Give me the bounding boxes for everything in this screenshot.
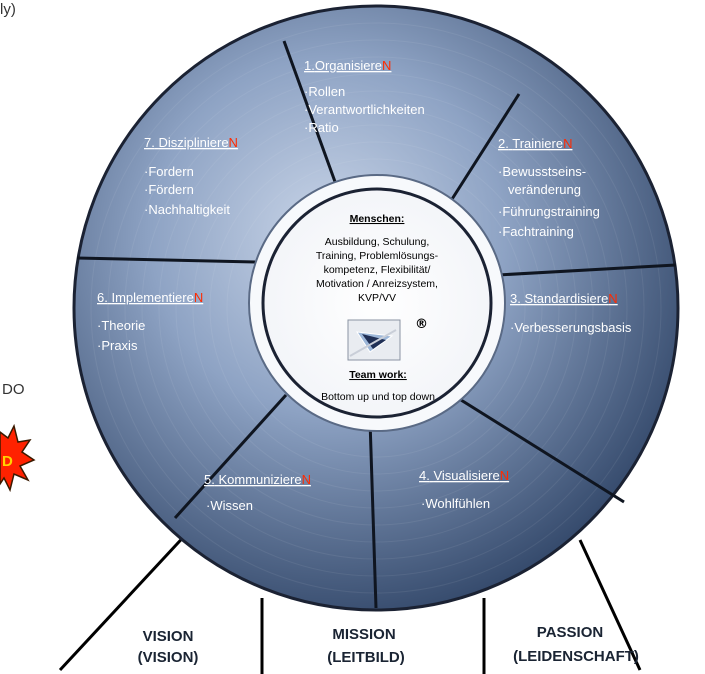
segment-3-item: ·Verbesserungsbasis xyxy=(510,320,632,335)
segment-2: 2. TrainiereN ·Bewusstseins- veränderung… xyxy=(498,136,600,239)
segment-dividers xyxy=(76,40,677,609)
segment-6-item: ·Theorie xyxy=(97,318,145,333)
segment-7-item: ·Fordern xyxy=(144,164,194,179)
pillar-vision-subtitle: (VISION) xyxy=(138,649,199,666)
segment-6-item: ·Praxis xyxy=(97,338,138,353)
pillar-mission-subtitle: (LEITBILD) xyxy=(327,649,404,666)
segment-2-title: 2. TrainiereN xyxy=(498,136,572,151)
registered-mark: ® xyxy=(415,317,428,332)
segment-2-item: ·Führungstraining xyxy=(498,204,600,219)
center-content: Menschen: Ausbildung, Schulung, Training… xyxy=(316,213,439,403)
pillar-passion-title: PASSION xyxy=(537,624,603,641)
segment-2-item: ·Bewusstseins- xyxy=(498,164,586,179)
segment-6: 6. ImplementiereN ·Theorie ·Praxis xyxy=(97,290,203,353)
segment-1-item: ·Verantwortlichkeiten xyxy=(304,102,425,117)
segment-3: 3. StandardisiereN ·Verbesserungsbasis xyxy=(510,291,632,335)
segment-1-title: 1.OrganisiereN xyxy=(304,58,391,73)
segment-1-item: ·Ratio xyxy=(304,120,339,135)
segment-5-item: ·Wissen xyxy=(206,498,253,513)
center-line: kompetenz, Flexibilität/ xyxy=(324,264,431,276)
center-line: Ausbildung, Schulung, xyxy=(325,236,430,248)
pillar-mission-title: MISSION xyxy=(332,626,395,643)
center-hub xyxy=(261,187,493,419)
segment-1: 1.OrganisiereN ·Rollen ·Verantwortlichke… xyxy=(304,58,425,135)
segment-2-item: ·Fachtraining xyxy=(498,224,574,239)
segment-7-title: 7. DiszipliniereN xyxy=(144,135,238,150)
segment-4-item: ·Wohlfühlen xyxy=(421,496,490,511)
segment-3-title: 3. StandardisiereN xyxy=(510,291,618,306)
team-logo-icon xyxy=(347,319,401,361)
segment-2-item: veränderung xyxy=(508,182,581,197)
pillar-passion-subtitle: (LEIDENSCHAFT) xyxy=(513,648,639,665)
pillar-vision-title: VISION xyxy=(143,628,194,645)
segment-4-title: 4. VisualisiereN xyxy=(419,468,509,483)
segment-7: 7. DiszipliniereN ·Fordern ·Fördern ·Nac… xyxy=(144,135,238,217)
center-line: KVP/VV xyxy=(358,292,396,304)
burst-text-fragment: D xyxy=(2,453,13,470)
center-heading-people: Menschen: xyxy=(350,213,405,225)
center-line: Motivation / Anreizsystem, xyxy=(316,278,438,290)
wheel-grooves xyxy=(90,22,662,594)
segment-4: 4. VisualisiereN ·Wohlfühlen xyxy=(419,468,509,511)
segment-7-item: ·Fördern xyxy=(144,182,194,197)
top-text-fragment: ly) xyxy=(0,1,16,18)
segment-5-title: 5. KommuniziereN xyxy=(204,472,311,487)
segment-5: 5. KommuniziereN ·Wissen xyxy=(204,472,311,513)
starburst-icon: D xyxy=(0,423,36,493)
segment-7-item: ·Nachhaltigkeit xyxy=(144,202,230,217)
center-heading-teamwork: Team work: xyxy=(349,369,407,381)
segment-1-item: ·Rollen xyxy=(304,84,345,99)
segment-6-title: 6. ImplementiereN xyxy=(97,290,203,305)
pillars-base xyxy=(58,528,642,674)
center-line: Training, Problemlösungs- xyxy=(316,250,439,262)
pillar-labels: VISION (VISION) MISSION (LEITBILD) PASSI… xyxy=(138,624,639,666)
left-text-fragment: DO xyxy=(2,381,25,398)
center-line-bottom: Bottom up und top down xyxy=(321,391,435,403)
